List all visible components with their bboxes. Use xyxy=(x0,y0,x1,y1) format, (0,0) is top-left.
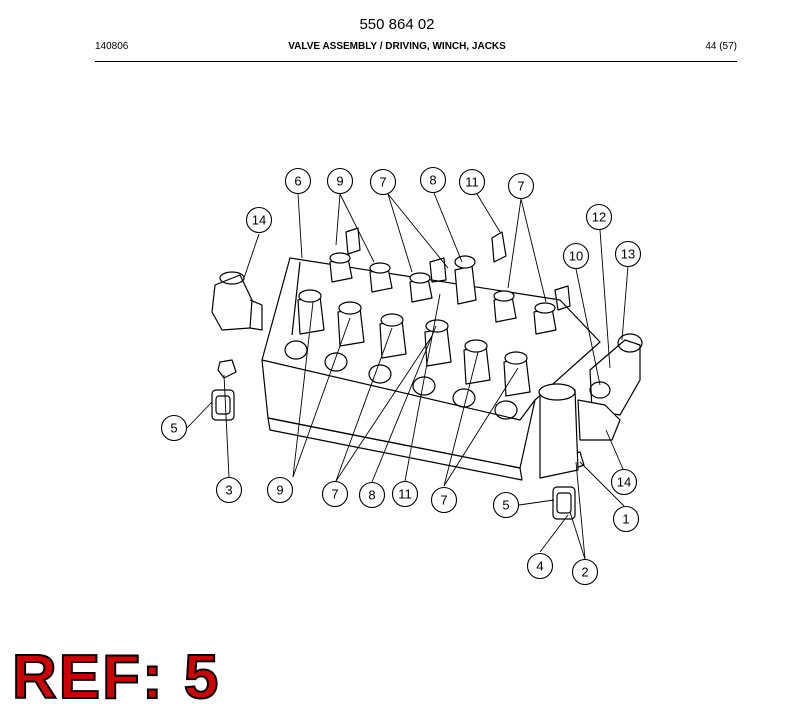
callout-label: 14 xyxy=(617,475,631,490)
callout-label: 8 xyxy=(429,173,436,188)
callout-label: 4 xyxy=(536,559,543,574)
date-code: 140806 xyxy=(95,41,129,52)
part-number: 550 864 02 xyxy=(359,16,435,33)
callout-label: 12 xyxy=(592,210,606,225)
callout-label: 11 xyxy=(465,175,479,190)
callout-label: 5 xyxy=(502,498,509,513)
callout-label: 9 xyxy=(336,174,343,189)
left-mount-nut xyxy=(217,359,237,379)
left-elbow xyxy=(211,274,253,331)
callout-label: 6 xyxy=(294,174,301,189)
callout-label: 9 xyxy=(276,483,283,498)
header-divider xyxy=(95,61,737,62)
page-title: VALVE ASSEMBLY / DRIVING, WINCH, JACKS xyxy=(288,41,506,52)
callout-label: 7 xyxy=(440,493,447,508)
callout-label: 8 xyxy=(368,488,375,503)
ref-label: REF: 5 xyxy=(11,643,221,712)
callout-circles xyxy=(160,166,642,586)
front-row-fittings xyxy=(284,289,531,420)
callout-label: 13 xyxy=(621,247,635,262)
page-number: 44 (57) xyxy=(705,41,737,52)
callout-label: 7 xyxy=(517,179,524,194)
callout-label: 7 xyxy=(331,487,338,502)
back-row-fittings xyxy=(329,227,571,335)
valve-block-front xyxy=(267,417,523,481)
callout-label: 7 xyxy=(379,175,386,190)
leader-lines xyxy=(186,192,629,560)
callout-label: 2 xyxy=(581,565,588,580)
callout-label: 3 xyxy=(225,483,232,498)
callout-label: 5 xyxy=(170,421,177,436)
callout-label: 1 xyxy=(622,512,629,527)
callout-label: 10 xyxy=(569,249,583,264)
callout-label: 14 xyxy=(252,213,266,228)
callout-label: 11 xyxy=(398,487,412,502)
